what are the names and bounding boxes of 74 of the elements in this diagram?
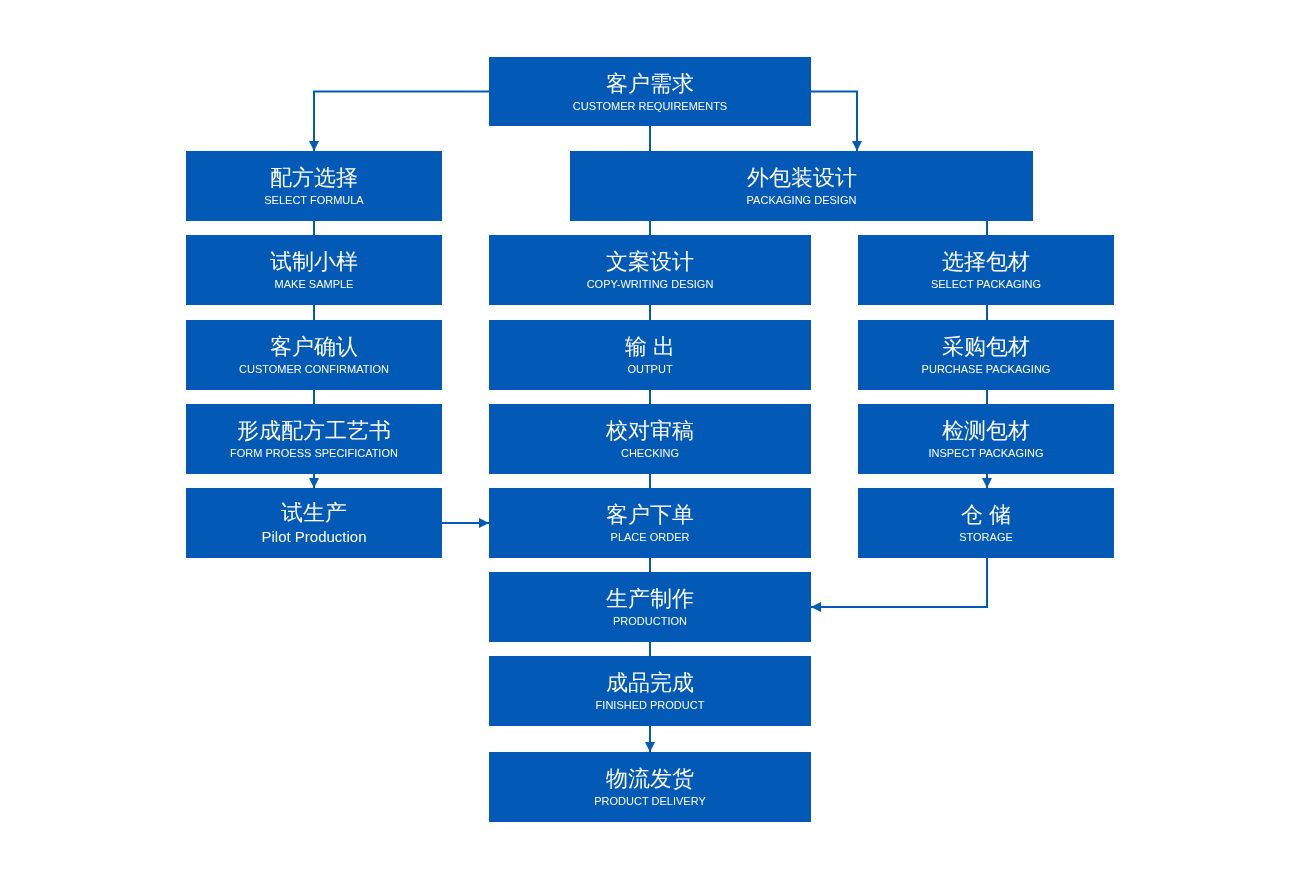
step-title: 配方选择 — [270, 164, 358, 192]
step-subtitle: FORM PROESS SPECIFICATION — [230, 446, 398, 461]
step-title: 成品完成 — [606, 669, 694, 697]
step-subtitle: STORAGE — [959, 530, 1013, 545]
step-title: 客户确认 — [270, 333, 358, 361]
process-box — [186, 235, 442, 305]
process-box — [489, 488, 811, 558]
connector-line — [313, 304, 315, 321]
step-subtitle: OUTPUT — [627, 362, 673, 377]
step-subtitle: COPY-WRITING DESIGN — [586, 277, 714, 292]
connector-line — [649, 304, 651, 321]
arrow — [810, 90, 862, 152]
connector-line — [649, 641, 651, 657]
step-title: 客户需求 — [606, 69, 694, 98]
process-box — [858, 235, 1114, 305]
step-title: 校对审稿 — [606, 417, 694, 445]
connector-line — [313, 220, 315, 236]
step-title: 采购包材 — [942, 333, 1030, 361]
step-subtitle: SELECT FORMULA — [264, 193, 364, 208]
process-box — [489, 404, 811, 474]
step-subtitle: MAKE SAMPLE — [274, 277, 354, 292]
arrow — [309, 473, 319, 489]
connector-line — [986, 304, 988, 321]
step-title: 选择包材 — [942, 248, 1030, 276]
arrow — [982, 473, 992, 489]
step-title: 客户下单 — [606, 501, 694, 529]
process-box — [186, 320, 442, 390]
step-subtitle: Pilot Production — [261, 527, 367, 547]
process-box — [186, 151, 442, 221]
arrow — [441, 518, 490, 528]
step-title: 文案设计 — [606, 248, 694, 276]
step-title: 试生产 — [281, 499, 347, 527]
process-box — [858, 320, 1114, 390]
process-box — [489, 57, 811, 126]
process-box — [186, 488, 442, 558]
step-subtitle: PRODUCT DELIVERY — [594, 794, 706, 809]
step-title: 仓 储 — [960, 501, 1012, 529]
step-subtitle: PACKAGING DESIGN — [746, 193, 857, 208]
process-box — [186, 404, 442, 474]
connector-line — [649, 125, 651, 152]
connector-line — [986, 389, 988, 405]
connector-line — [649, 220, 651, 236]
process-box — [570, 151, 1033, 221]
process-box — [489, 572, 811, 642]
step-subtitle: SELECT PACKAGING — [930, 277, 1042, 292]
arrow — [810, 557, 988, 612]
process-box — [858, 488, 1114, 558]
process-box — [489, 656, 811, 726]
step-subtitle: INSPECT PACKAGING — [928, 446, 1044, 461]
arrow — [309, 90, 490, 152]
step-subtitle: PLACE ORDER — [610, 530, 690, 545]
step-subtitle: PRODUCTION — [613, 614, 687, 629]
step-title: 物流发货 — [606, 765, 694, 793]
connector-line — [649, 389, 651, 405]
step-subtitle: CHECKING — [620, 446, 680, 461]
step-subtitle: CUSTOMER CONFIRMATION — [239, 362, 389, 377]
step-title: 生产制作 — [606, 585, 694, 613]
connector-line — [649, 557, 651, 573]
process-box — [489, 235, 811, 305]
step-subtitle: FINISHED PRODUCT — [595, 698, 705, 713]
process-box — [489, 752, 811, 822]
step-subtitle: PURCHASE PACKAGING — [921, 362, 1051, 377]
arrow — [645, 725, 655, 753]
step-title: 外包装设计 — [746, 164, 857, 192]
step-title: 形成配方工艺书 — [237, 417, 391, 445]
step-subtitle: CUSTOMER REQUIREMENTS — [572, 98, 728, 114]
connector-line — [649, 473, 651, 489]
step-title: 检测包材 — [942, 417, 1030, 445]
connector-line — [986, 220, 988, 236]
connector-line — [313, 389, 315, 405]
step-title: 试制小样 — [270, 248, 358, 276]
step-title: 输 出 — [624, 333, 676, 361]
process-box — [489, 320, 811, 390]
process-box — [858, 404, 1114, 474]
